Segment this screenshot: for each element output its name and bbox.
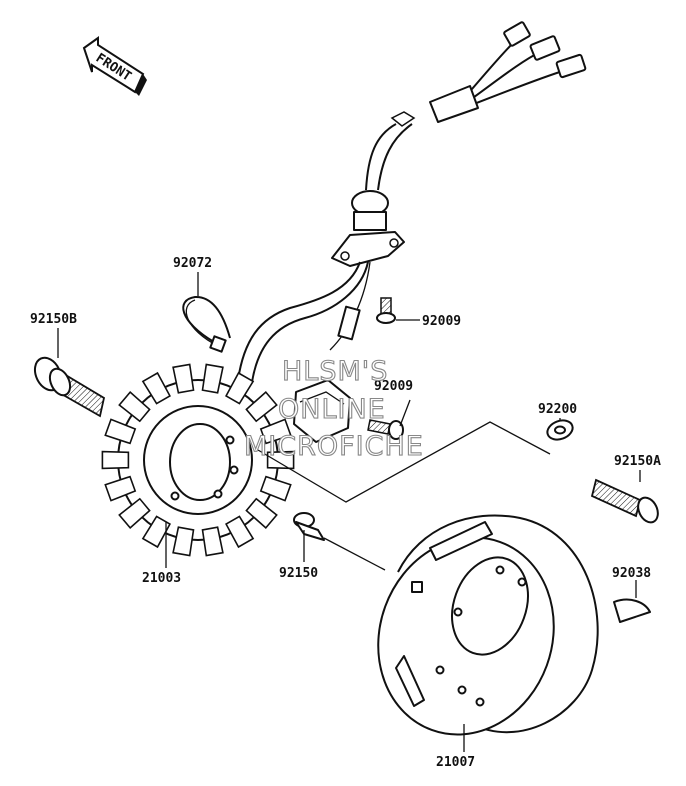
label-92150b: 92150B bbox=[30, 312, 77, 327]
watermark-line-2: ONLINE bbox=[278, 394, 386, 425]
stator-tooth bbox=[101, 450, 130, 470]
connector-c bbox=[555, 53, 587, 79]
stator-tooth bbox=[201, 526, 224, 557]
connector-a bbox=[503, 21, 531, 47]
bolt-92150 bbox=[293, 512, 386, 571]
label-92072: 92072 bbox=[173, 256, 212, 271]
label-92009-upper: 92009 bbox=[422, 314, 461, 329]
pickup-coil bbox=[293, 305, 361, 443]
label-21007: 21007 bbox=[436, 755, 475, 770]
stator-tooth bbox=[259, 418, 292, 445]
front-arrow-icon: FRONT bbox=[82, 36, 147, 96]
rotor-21007 bbox=[377, 514, 599, 736]
washer-92200 bbox=[546, 419, 574, 441]
woodruff-key-92038 bbox=[613, 598, 651, 623]
screw-92009-upper bbox=[376, 297, 396, 324]
stator-tooth bbox=[259, 475, 292, 502]
connector-b bbox=[529, 35, 561, 61]
stator-21003 bbox=[101, 363, 295, 557]
label-92150: 92150 bbox=[279, 566, 318, 581]
label-92009-lower: 92009 bbox=[374, 379, 413, 394]
stator-tooth bbox=[245, 390, 278, 423]
cable-clamp bbox=[182, 295, 231, 353]
label-92150a: 92150A bbox=[614, 454, 661, 469]
stator-tooth bbox=[118, 390, 151, 423]
stator-tooth bbox=[266, 450, 295, 470]
stator-tooth bbox=[225, 371, 255, 405]
assembly-guide-line bbox=[257, 421, 551, 503]
stator-tooth bbox=[225, 515, 255, 549]
bolt-92150b bbox=[33, 356, 106, 418]
label-21003: 21003 bbox=[142, 571, 181, 586]
stator-tooth bbox=[141, 371, 171, 405]
bolt-92150a bbox=[590, 478, 659, 524]
stator-tooth bbox=[172, 526, 195, 557]
stator-tooth bbox=[201, 363, 224, 394]
label-92200: 92200 bbox=[538, 402, 577, 417]
wire-harness bbox=[365, 21, 587, 191]
leader-lines bbox=[57, 272, 641, 752]
label-92038: 92038 bbox=[612, 566, 651, 581]
watermark-line-1: HLSM'S bbox=[282, 356, 388, 387]
stator-lead-wire bbox=[237, 261, 361, 381]
stator-tooth bbox=[118, 497, 151, 530]
stator-tooth bbox=[104, 418, 137, 445]
stator-tooth bbox=[172, 363, 195, 394]
stator-tooth bbox=[141, 515, 171, 549]
watermark-line-3: MICROFICHE bbox=[244, 431, 424, 462]
harness-grommet bbox=[331, 190, 405, 267]
stator-tooth bbox=[245, 497, 278, 530]
stator-tooth bbox=[104, 475, 137, 502]
